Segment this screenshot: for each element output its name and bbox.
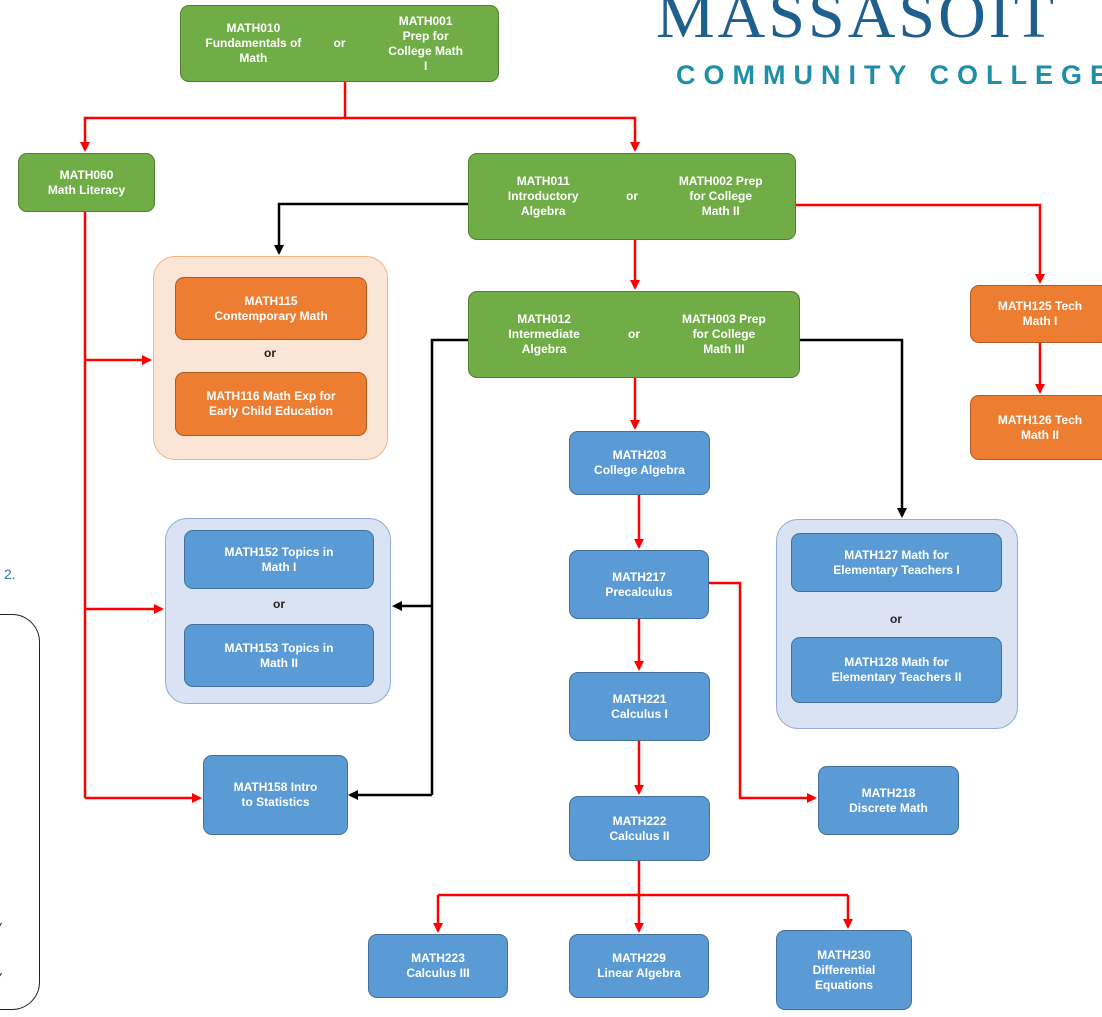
or-label: or bbox=[628, 327, 640, 341]
course-math158-label: MATH158 Intro to Statistics bbox=[233, 780, 318, 809]
course-math125: MATH125 Tech Math I bbox=[970, 285, 1102, 343]
course-math229-label: MATH229 Linear Algebra bbox=[597, 951, 681, 980]
course-math012-or-math003: MATH012 Intermediate Algebra or MATH003 … bbox=[468, 291, 800, 378]
course-math011-or-math002: MATH011 Introductory Algebra or MATH002 … bbox=[468, 153, 796, 240]
course-math010-or-math001: MATH010 Fundamentals of Math or MATH001 … bbox=[180, 5, 499, 82]
course-math010: MATH010 Fundamentals of Math bbox=[205, 21, 302, 65]
or-label: or bbox=[333, 36, 346, 50]
course-math153: MATH153 Topics in Math II bbox=[184, 624, 374, 687]
course-math128: MATH128 Math for Elementary Teachers II bbox=[791, 637, 1002, 703]
edge-math012-left-trunk bbox=[430, 338, 468, 795]
edge-math011-to-math125 bbox=[796, 203, 1045, 284]
course-math125-label: MATH125 Tech Math I bbox=[997, 299, 1083, 328]
or-label: or bbox=[890, 612, 902, 626]
course-math230: MATH230 Differential Equations bbox=[776, 930, 912, 1010]
course-math217-label: MATH217 Precalculus bbox=[605, 569, 673, 599]
course-math060-label: MATH060 Math Literacy bbox=[47, 167, 126, 197]
course-math229: MATH229 Linear Algebra bbox=[569, 934, 709, 998]
course-math003: MATH003 Prep for College Math III bbox=[682, 312, 766, 356]
course-math221: MATH221 Calculus I bbox=[569, 672, 710, 741]
course-math115-label: MATH115 Contemporary Math bbox=[214, 293, 328, 323]
course-math152: MATH152 Topics in Math I bbox=[184, 530, 374, 589]
or-label: or bbox=[264, 346, 276, 360]
course-math011: MATH011 Introductory Algebra bbox=[507, 174, 579, 218]
course-math127: MATH127 Math for Elementary Teachers I bbox=[791, 533, 1002, 592]
course-math222: MATH222 Calculus II bbox=[569, 796, 710, 861]
course-math230-label: MATH230 Differential Equations bbox=[812, 947, 876, 992]
course-math222-label: MATH222 Calculus II bbox=[609, 813, 670, 843]
course-math218-label: MATH218 Discrete Math bbox=[849, 785, 928, 815]
side-fragment-text: 2. bbox=[4, 566, 16, 582]
edge-math217-to-math218 bbox=[709, 581, 817, 803]
course-math221-label: MATH221 Calculus I bbox=[611, 691, 668, 721]
course-math126-label: MATH126 Tech Math II bbox=[997, 412, 1083, 442]
or-label: or bbox=[273, 597, 285, 611]
edge-math011-to-math115 bbox=[274, 202, 468, 255]
college-logo-subtitle: COMMUNITY COLLEGE bbox=[676, 60, 1102, 90]
course-math115: MATH115 Contemporary Math bbox=[175, 277, 367, 340]
course-math116-label: MATH116 Math Exp for Early Child Educati… bbox=[206, 389, 336, 418]
course-math203: MATH203 College Algebra bbox=[569, 431, 710, 495]
course-math128-label: MATH128 Math for Elementary Teachers II bbox=[831, 655, 962, 684]
course-math218: MATH218 Discrete Math bbox=[818, 766, 959, 835]
course-math158: MATH158 Intro to Statistics bbox=[203, 755, 348, 835]
course-math126: MATH126 Tech Math II bbox=[970, 395, 1102, 460]
course-math116: MATH116 Math Exp for Early Child Educati… bbox=[175, 372, 367, 436]
course-math012: MATH012 Intermediate Algebra bbox=[508, 312, 580, 356]
course-math223-label: MATH223 Calculus III bbox=[406, 951, 470, 980]
course-math223: MATH223 Calculus III bbox=[368, 934, 508, 998]
edge-top-to-math011 bbox=[345, 116, 640, 152]
edge-top-to-math060 bbox=[80, 82, 347, 152]
course-math127-label: MATH127 Math for Elementary Teachers I bbox=[833, 547, 960, 577]
course-math060: MATH060 Math Literacy bbox=[18, 153, 155, 212]
course-math002: MATH002 Prep for College Math II bbox=[678, 174, 763, 218]
course-math001: MATH001 Prep for College Math I bbox=[388, 13, 463, 73]
course-math152-label: MATH152 Topics in Math I bbox=[224, 544, 334, 574]
course-math153-label: MATH153 Topics in Math II bbox=[224, 640, 334, 670]
edge-math012-to-math127 bbox=[800, 338, 907, 518]
course-math203-label: MATH203 College Algebra bbox=[594, 448, 685, 477]
course-math217: MATH217 Precalculus bbox=[569, 550, 709, 619]
or-label: or bbox=[625, 189, 638, 203]
college-logo-wordmark: MASSASOIT bbox=[656, 0, 1058, 52]
